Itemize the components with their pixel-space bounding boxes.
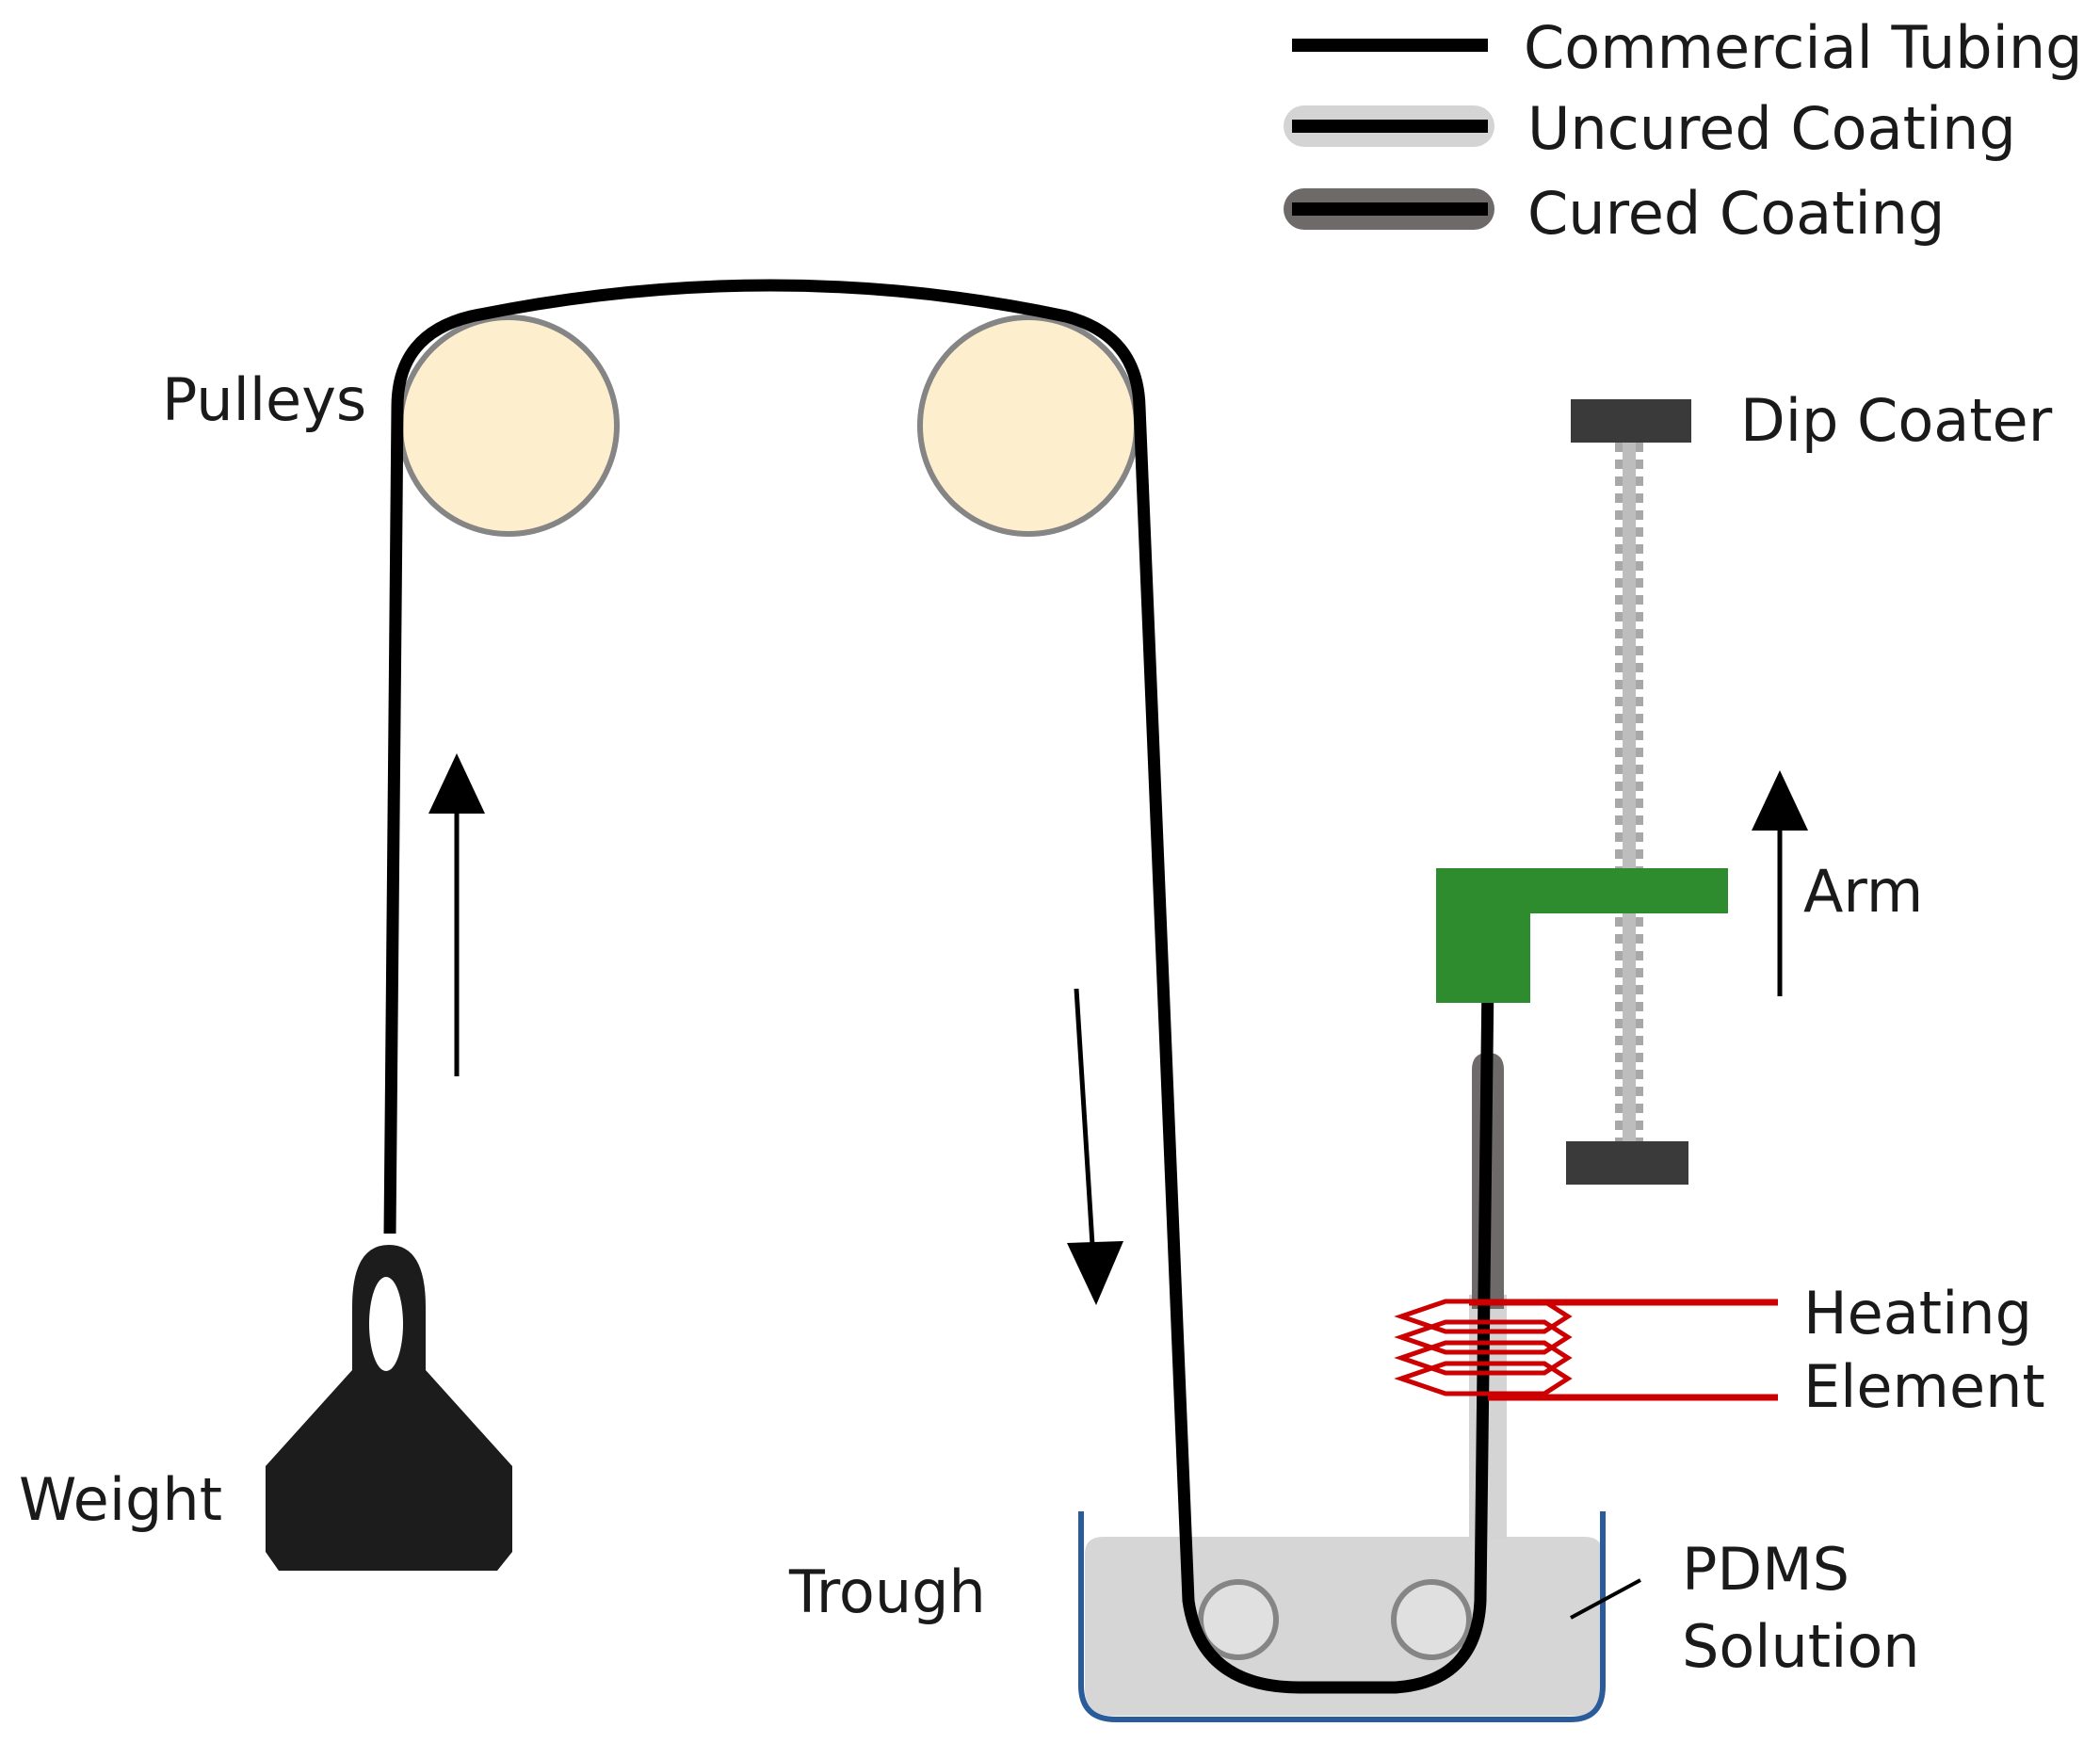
trough-label: Trough <box>788 1557 986 1626</box>
weight-label: Weight <box>19 1465 222 1534</box>
pdms-leader-line <box>1570 1578 1641 1620</box>
pulley-left <box>397 315 620 537</box>
heating-label-line2: Element <box>1803 1352 2045 1421</box>
heating-label-line1: Heating <box>1803 1279 2032 1348</box>
pdms-label-line2: Solution <box>1682 1612 1920 1681</box>
weight-hook-hole <box>369 1277 403 1371</box>
arrow-up-arm <box>1752 770 1808 996</box>
arrow-down-right <box>1067 988 1123 1305</box>
pulley-right <box>917 315 1139 537</box>
arrow-up-left <box>428 753 485 1076</box>
pulleys-label: Pulleys <box>162 365 366 434</box>
weight-body <box>266 1245 512 1571</box>
trough <box>1078 1511 1641 1722</box>
legend-commercial-label: Commercial Tubing <box>1524 13 2083 82</box>
pdms-label-line1: PDMS <box>1682 1535 1850 1604</box>
arm <box>1436 868 1728 1003</box>
heating-coil-3 <box>1394 1340 1573 1376</box>
arrow-up-left-head <box>428 753 485 814</box>
trough-roller-left <box>1198 1579 1279 1660</box>
dip-coater-bottom-block <box>1566 1141 1688 1185</box>
legend-cured-label: Cured Coating <box>1527 179 1945 248</box>
heating-coil-1 <box>1394 1299 1573 1334</box>
weight <box>266 1245 512 1571</box>
legend-uncured-label: Uncured Coating <box>1527 94 2016 163</box>
dip-coater-top-block <box>1571 399 1691 443</box>
dip-coater <box>1566 399 1691 1185</box>
trough-roller-right <box>1391 1579 1472 1660</box>
heating-element <box>1394 1299 1778 1401</box>
dip-coater-label: Dip Coater <box>1740 386 2053 455</box>
commercial-tubing <box>383 279 1494 1694</box>
legend: Commercial Tubing Uncured Coating Cured … <box>1284 13 2083 248</box>
pdms-solution <box>1085 1537 1603 1716</box>
arrow-up-arm-head <box>1752 770 1808 831</box>
heating-coil-2 <box>1394 1319 1573 1355</box>
heating-coil-4 <box>1394 1361 1573 1396</box>
trough-outline <box>1078 1511 1606 1722</box>
arrow-down-right-head <box>1067 1241 1123 1305</box>
arm-label: Arm <box>1803 857 1923 926</box>
